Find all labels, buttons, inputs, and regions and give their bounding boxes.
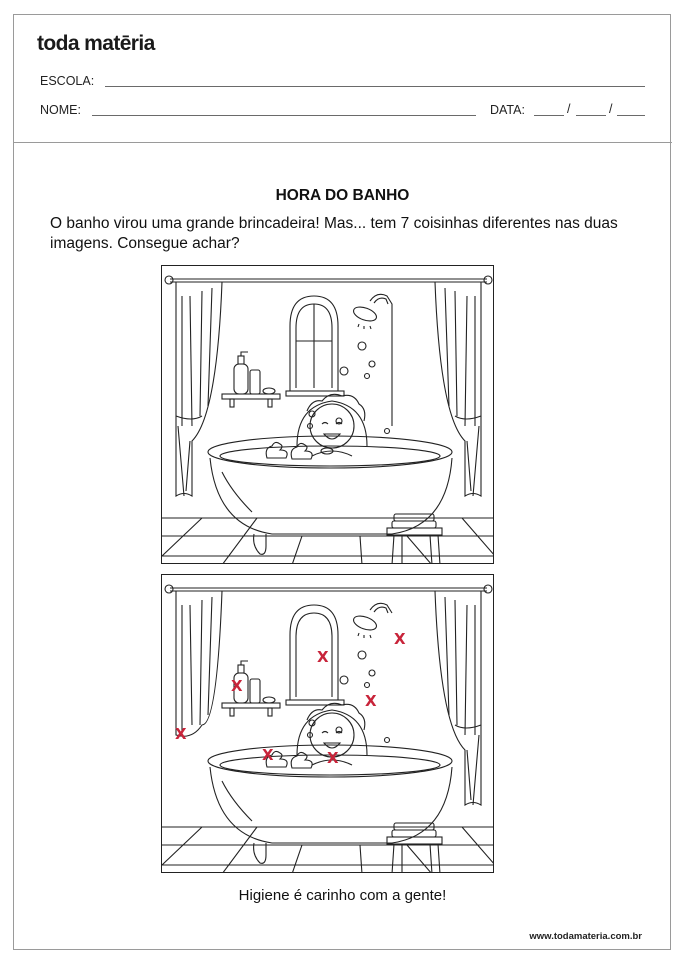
name-label: NOME: <box>40 103 81 117</box>
bathroom-illustration <box>162 275 493 563</box>
difference-mark-hair: X <box>365 692 377 710</box>
date-separator: / <box>567 102 571 116</box>
footer-caption: Higiene é carinho com a gente! <box>238 887 447 904</box>
difference-mark-window: X <box>317 648 329 666</box>
difference-mark-shower: X <box>394 630 406 648</box>
date-separator: / <box>609 102 613 116</box>
difference-mark-duck: X <box>262 746 274 764</box>
activity-title: HORA DO BANHO <box>275 187 410 204</box>
difference-mark-bottle: X <box>231 677 243 695</box>
bathroom-illustration-modified <box>162 584 493 872</box>
header-divider <box>13 142 672 143</box>
date-year-field[interactable] <box>617 115 645 116</box>
worksheet-border <box>13 14 671 950</box>
school-field[interactable] <box>105 86 645 87</box>
activity-instructions: O banho virou uma grande brincadeira! Ma… <box>50 215 618 252</box>
name-field[interactable] <box>92 115 476 116</box>
date-month-field[interactable] <box>576 115 606 116</box>
date-label: DATA: <box>490 103 525 117</box>
original-bathroom-scene <box>161 265 494 564</box>
difference-mark-soap: X <box>327 749 339 767</box>
date-day-field[interactable] <box>534 115 564 116</box>
school-label: ESCOLA: <box>40 74 95 88</box>
difference-mark-curtain: X <box>175 725 187 743</box>
modified-bathroom-scene <box>161 574 494 873</box>
website-link[interactable]: www.todamateria.com.br <box>529 931 642 942</box>
brand-logo: toda matēria <box>37 32 155 55</box>
